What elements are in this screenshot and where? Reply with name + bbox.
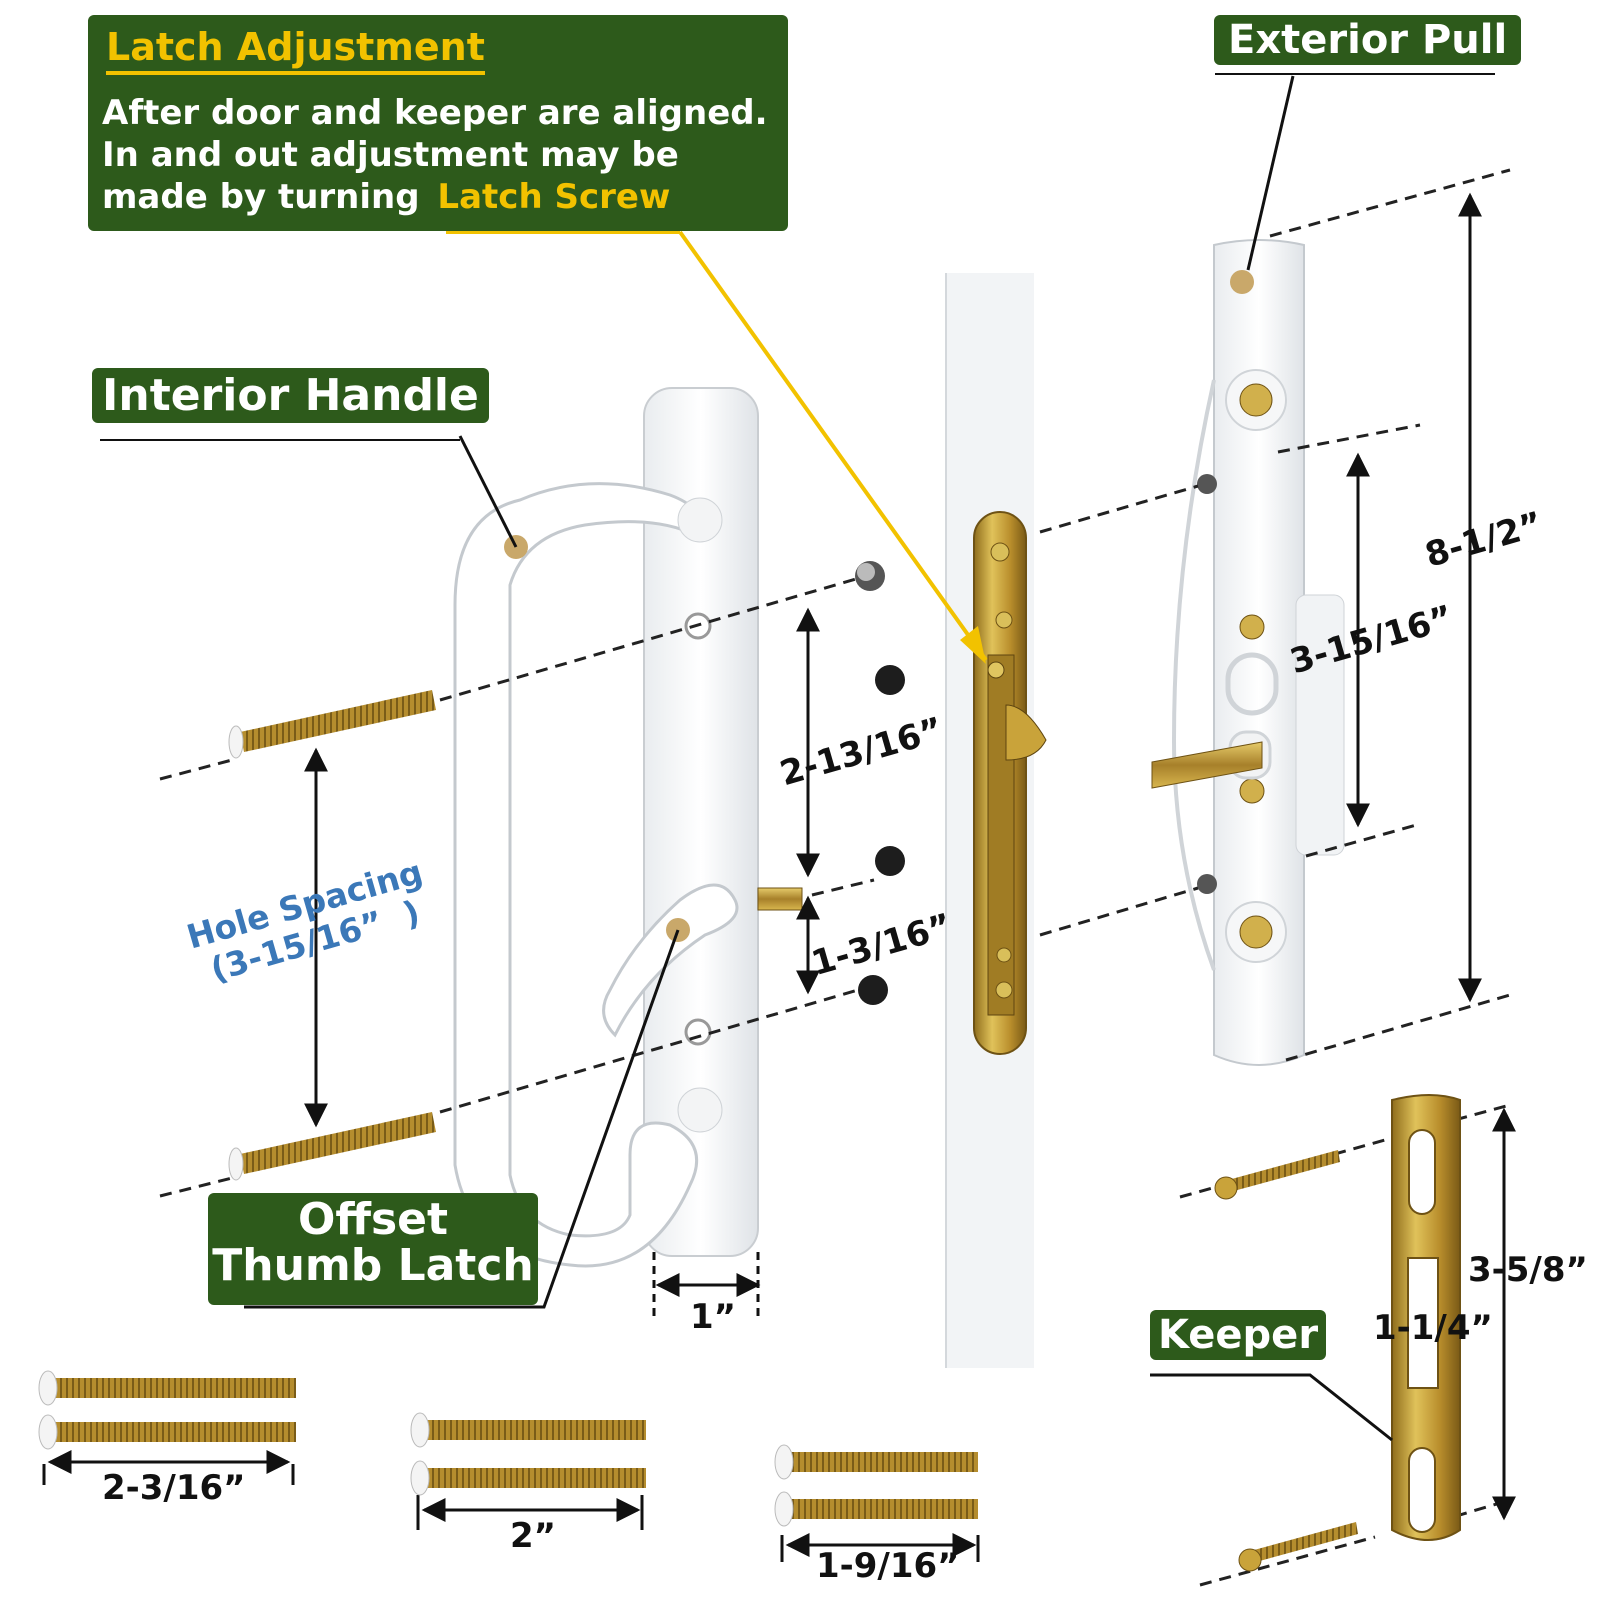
interior-handle-label: Interior Handle <box>92 368 489 423</box>
offset-thumb-latch-line2: Thumb Latch <box>212 1240 534 1291</box>
exterior-pull-label: Exterior Pull <box>1214 15 1522 65</box>
screw-icon <box>228 690 436 1181</box>
leader-lines <box>100 73 1495 1442</box>
pull-icon <box>1151 239 1345 1066</box>
screw-c-dimension: 1-9/16” <box>816 1546 960 1586</box>
latch-adjustment-line1: After door and keeper are aligned. <box>102 93 768 133</box>
keeper-label: Keeper <box>1150 1310 1327 1360</box>
latch-screw-highlight: Latch Screw <box>437 177 671 217</box>
latch-adjustment-title: Latch Adjustment <box>106 25 485 75</box>
latch-adjustment-line3-prefix: made by turning <box>102 177 420 217</box>
offset-thumb-latch-label: Offset Thumb Latch <box>208 1193 538 1305</box>
keeper-slot-dimension: 1-1/4” <box>1373 1308 1493 1348</box>
dimension-arrows <box>42 192 1516 1562</box>
latch-adjustment-callout: Latch Adjustment After door and keeper a… <box>88 15 788 231</box>
latch-adjustment-line2: In and out adjustment may be <box>102 135 679 175</box>
screw-b-dimension: 2” <box>510 1516 557 1556</box>
offset-thumb-latch-line1: Offset <box>297 1194 449 1245</box>
latch-adjustment-line3: made by turning Latch Screw <box>102 177 670 217</box>
screw-a-dimension: 2-3/16” <box>102 1468 246 1508</box>
keeper-length-dimension: 3-5/8” <box>1468 1250 1588 1290</box>
latch-icon <box>973 511 1047 1055</box>
handle-icon <box>453 387 803 1268</box>
keeper-icon <box>1214 1094 1461 1572</box>
loose-screws <box>38 1370 978 1527</box>
handle-width-dimension: 1” <box>690 1297 737 1337</box>
